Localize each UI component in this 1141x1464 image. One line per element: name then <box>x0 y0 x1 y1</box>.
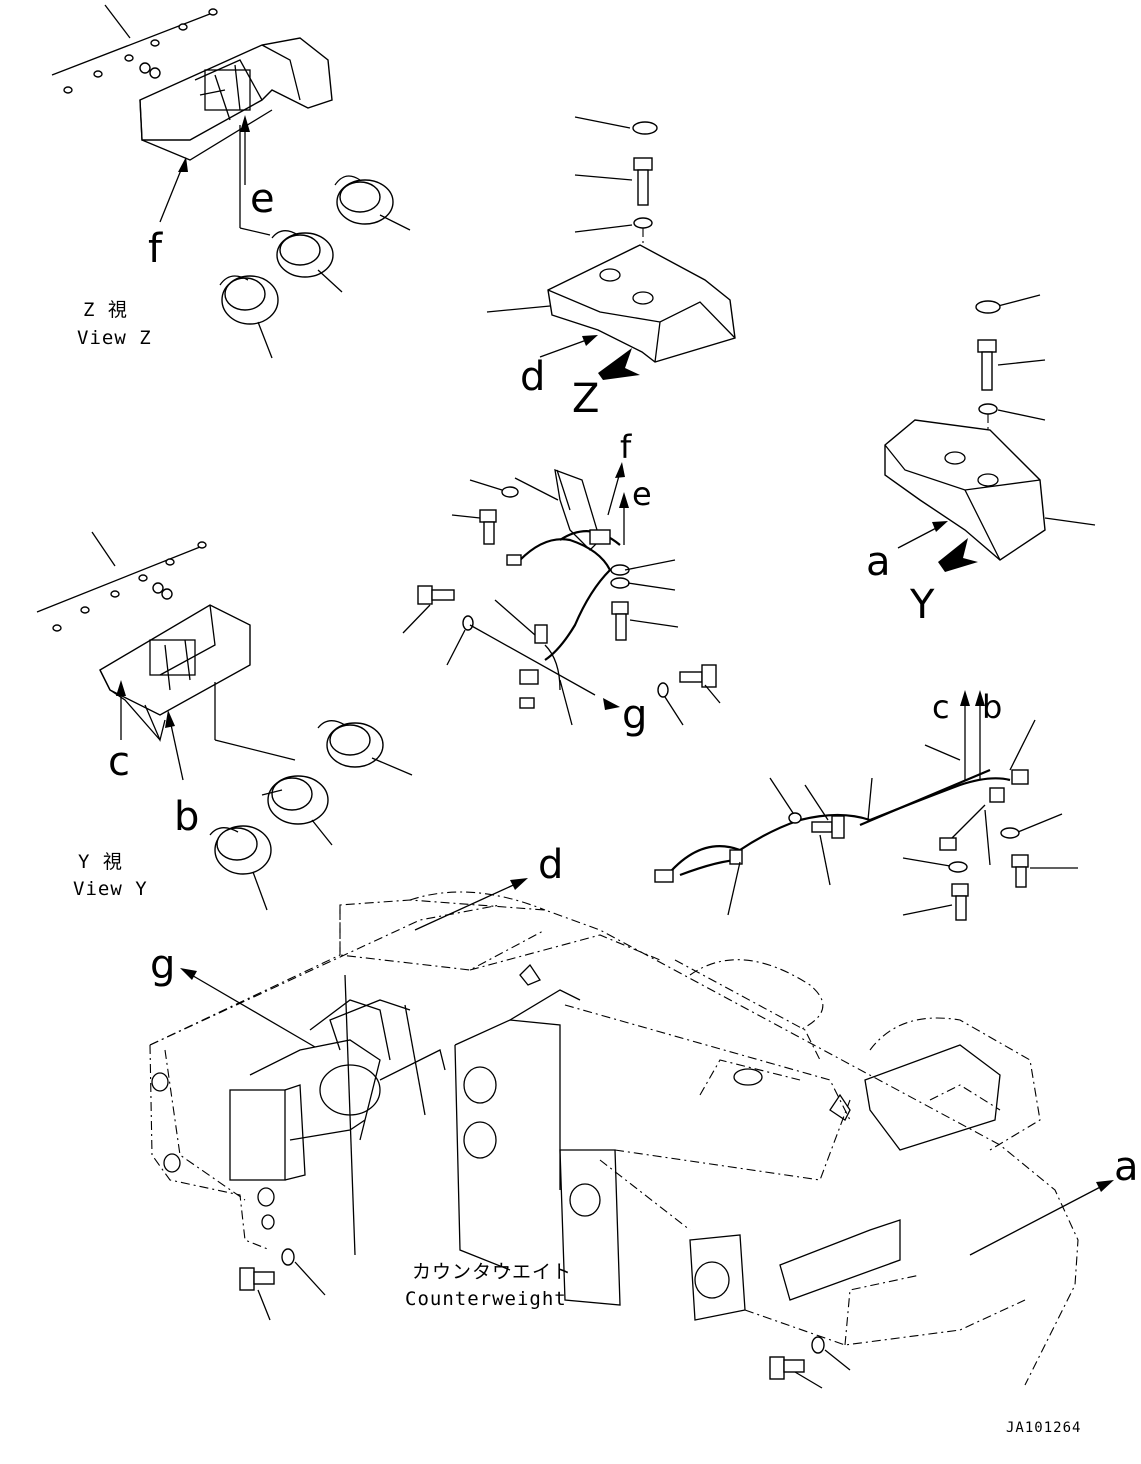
view-z-group: e f Z 視 View Z <box>51 4 411 359</box>
view-y-group: c b Y 視 View Y <box>36 531 413 911</box>
bolt-icon <box>417 585 455 605</box>
horn-bracket-z <box>139 37 333 161</box>
horn-icon <box>261 775 333 846</box>
view-z-jp: Z 視 <box>83 299 128 321</box>
label-e: e <box>250 176 275 222</box>
harness-center: f e <box>402 428 721 738</box>
view-y-jp: Y 視 <box>78 851 123 873</box>
label-g-center: g <box>622 692 647 738</box>
label-c-right: c <box>932 688 950 726</box>
bolt-icon <box>679 664 717 688</box>
washer-icon <box>281 1248 295 1266</box>
cap-icon <box>632 121 658 135</box>
cover-assembly-top: d Z <box>486 116 736 422</box>
drawing-code: JA101264 <box>1006 1420 1081 1436</box>
bolt-icon <box>951 883 969 921</box>
washer-icon <box>978 403 998 415</box>
label-f: f <box>148 226 163 272</box>
label-d: d <box>520 354 545 400</box>
bolt-icon <box>633 157 653 206</box>
washer-icon <box>610 577 630 589</box>
washer-icon <box>657 682 669 698</box>
label-a-counterweight: a <box>1114 1144 1139 1190</box>
bolt-icon <box>811 815 845 839</box>
view-y-en: View Y <box>73 878 148 900</box>
bolt-icon <box>769 1356 805 1380</box>
washer-icon <box>610 564 630 576</box>
horn-icon <box>271 230 343 293</box>
horn-icon <box>317 720 413 776</box>
label-e-center: e <box>632 475 652 513</box>
bolt-icon <box>977 339 997 391</box>
nut-icon <box>63 8 218 94</box>
connector-icon <box>654 769 1029 883</box>
nut-icon <box>52 541 207 632</box>
washer-icon <box>633 217 653 229</box>
label-b-right: b <box>982 688 1002 726</box>
bolt-icon <box>611 601 629 641</box>
label-b: b <box>174 794 199 840</box>
counterweight-en: Counterweight <box>405 1288 567 1310</box>
washer-icon <box>788 812 802 824</box>
label-f-center: f <box>620 428 632 466</box>
horn-icon <box>334 175 411 231</box>
bolt-icon <box>239 1267 275 1291</box>
washer-icon <box>811 1336 825 1354</box>
bolt-icon <box>479 509 497 545</box>
washer-icon <box>1000 827 1020 839</box>
label-c: c <box>108 739 130 785</box>
counterweight-frame <box>149 891 1079 1386</box>
bolt-icon <box>1011 854 1029 888</box>
cap-icon <box>975 300 1001 314</box>
harness-right: c b <box>654 688 1078 921</box>
label-d-counterweight: d <box>538 842 563 888</box>
label-a-cover: a <box>866 539 891 585</box>
label-y: Y <box>909 582 935 628</box>
counterweight-jp: カウンタウエイト <box>412 1261 572 1283</box>
cover-assembly-right: a Y <box>866 294 1096 628</box>
horn-icon <box>209 825 272 911</box>
washer-icon <box>462 615 474 631</box>
horn-icon <box>219 275 279 359</box>
label-g-counterweight: g <box>150 942 175 988</box>
connector-icon <box>506 529 611 709</box>
washer-icon <box>948 861 968 873</box>
horn-bracket-y <box>99 604 251 743</box>
washer-icon <box>501 486 519 498</box>
label-z: Z <box>572 376 599 422</box>
view-z-en: View Z <box>77 327 152 349</box>
